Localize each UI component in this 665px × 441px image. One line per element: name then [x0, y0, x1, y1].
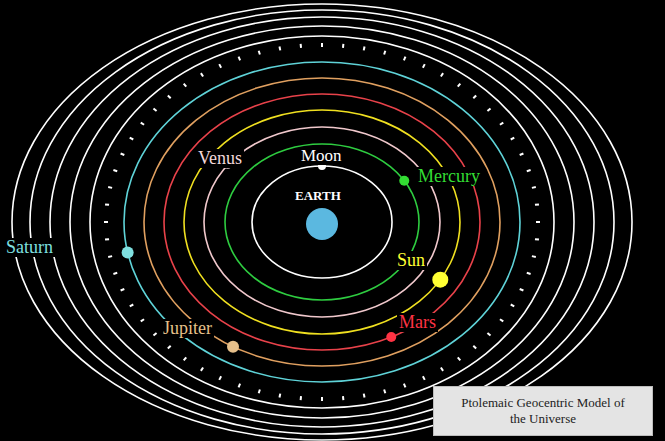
orbit-ring: [225, 144, 419, 300]
planet-dot: [386, 332, 396, 342]
star-mark: [321, 397, 323, 401]
star-mark: [423, 64, 425, 68]
star-mark: [535, 203, 539, 205]
star-mark: [473, 95, 476, 98]
star-mark: [363, 394, 366, 398]
caption-box: Ptolemaic Geocentric Model of the Univer…: [433, 386, 653, 436]
earth-label: EARTH: [293, 189, 343, 203]
star-mark: [259, 51, 260, 55]
star-mark: [511, 304, 515, 306]
star-mark: [201, 73, 203, 76]
planet-label: Saturn: [4, 238, 55, 257]
star-mark: [108, 186, 112, 189]
star-mark: [239, 57, 241, 61]
star-mark: [321, 43, 323, 47]
star-mark: [384, 51, 385, 55]
star-mark: [108, 255, 112, 258]
star-mark: [121, 289, 125, 291]
star-mark: [520, 289, 524, 291]
star-mark: [458, 84, 461, 87]
star-mark: [130, 138, 134, 140]
star-mark: [141, 123, 144, 125]
star-mark: [441, 368, 443, 371]
star-mark: [168, 95, 171, 98]
star-mark: [500, 319, 503, 321]
star-mark: [384, 389, 385, 393]
star-mark: [520, 153, 524, 155]
star-mark: [219, 376, 221, 380]
star-mark: [404, 384, 406, 388]
star-mark: [105, 203, 109, 205]
star-mark: [532, 186, 536, 189]
star-mark: [184, 357, 187, 360]
star-mark: [527, 273, 531, 274]
star-mark: [113, 273, 117, 274]
star-mark: [259, 389, 260, 393]
star-mark: [458, 357, 461, 360]
star-mark: [278, 394, 281, 398]
orbit-ring: [70, 26, 574, 418]
star-mark: [104, 221, 108, 223]
star-mark: [105, 238, 109, 240]
star-mark: [219, 64, 221, 68]
star-mark: [487, 108, 490, 111]
star-mark: [404, 57, 406, 61]
star-mark: [141, 319, 144, 321]
orbit-ring: [252, 166, 392, 278]
orbit-ring: [90, 36, 554, 408]
star-mark: [511, 138, 515, 140]
star-mark: [363, 46, 366, 50]
planet-label: Mars: [397, 313, 438, 332]
orbit-ring: [50, 17, 594, 427]
star-mark: [153, 108, 156, 111]
star-mark: [536, 221, 540, 223]
planet-dot: [399, 176, 409, 186]
star-mark: [500, 123, 503, 125]
star-mark: [130, 304, 134, 306]
orbit-ring: [124, 62, 520, 382]
orbit-ring: [30, 10, 614, 434]
orbit-ring: [184, 110, 460, 334]
star-mark: [532, 255, 536, 258]
star-mark: [278, 46, 281, 50]
planet-label: Venus: [196, 149, 244, 168]
star-mark: [113, 170, 117, 171]
star-mark: [300, 396, 302, 400]
caption-text: Ptolemaic Geocentric Model of the Univer…: [455, 395, 631, 428]
star-mark: [423, 376, 425, 380]
orbit-ring: [12, 4, 632, 440]
star-mark: [121, 153, 125, 155]
orbit-ring: [144, 78, 500, 366]
planet-label: Jupiter: [161, 319, 214, 338]
star-mark: [342, 44, 344, 48]
star-mark: [342, 396, 344, 400]
star-mark: [168, 346, 171, 349]
orbit-ring: [164, 94, 480, 350]
star-mark: [239, 384, 241, 388]
star-mark: [153, 333, 156, 336]
planet-dot: [122, 247, 134, 259]
star-mark: [441, 73, 443, 76]
planet-label: Mercury: [416, 167, 482, 186]
star-mark: [527, 170, 531, 171]
planet-dot: [432, 272, 448, 288]
planet-label: Moon: [299, 147, 344, 165]
star-mark: [473, 346, 476, 349]
planet-label: Sun: [395, 251, 427, 270]
planet-dot: [227, 341, 239, 353]
earth-globe: [306, 208, 338, 240]
star-mark: [300, 44, 302, 48]
star-mark: [535, 238, 539, 240]
star-mark: [487, 333, 490, 336]
star-mark: [184, 84, 187, 87]
star-mark: [201, 368, 203, 371]
